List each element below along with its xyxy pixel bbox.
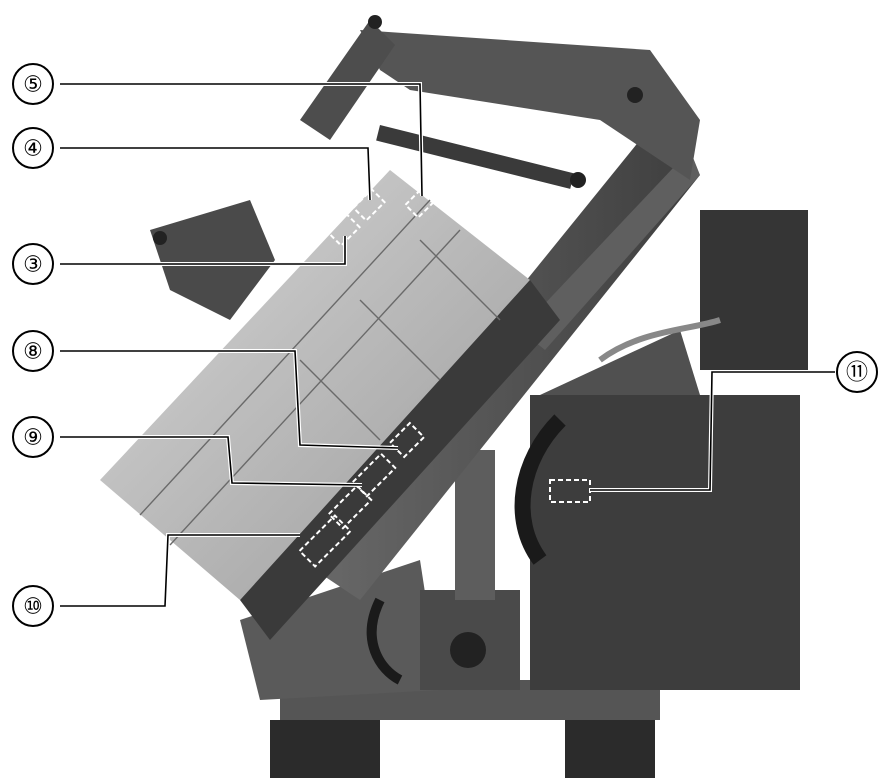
callout-9: ⑨ (12, 416, 54, 458)
deck-panel-lines (139, 199, 501, 546)
hose-left (366, 597, 403, 685)
callout-9-label: ⑨ (23, 426, 43, 451)
pivot-pin-mid (570, 172, 586, 188)
callout-3-label: ③ (23, 253, 43, 278)
dashed-box-9a (351, 452, 397, 498)
callout-5-label: ⑤ (23, 73, 43, 98)
center-mast (455, 450, 495, 600)
upper-arm (360, 30, 700, 180)
dashed-box-9b (327, 484, 373, 530)
callout-10-label: ⑩ (23, 595, 43, 620)
pivot-pin-upper (368, 15, 382, 29)
dashed-box-10 (298, 514, 352, 568)
left-foot (270, 720, 380, 778)
callout-11: ⑪ (836, 351, 878, 393)
right-foot (565, 720, 655, 778)
oil-tank (530, 395, 800, 690)
upper-link (300, 20, 395, 140)
callout-11-label: ⑪ (846, 361, 868, 386)
callout-8: ⑧ (12, 330, 54, 372)
dashed-box-3 (327, 213, 361, 247)
boom-upper (520, 150, 700, 350)
callout-8-label: ⑧ (23, 340, 43, 365)
base-left-frame (240, 560, 440, 700)
callout-10: ⑩ (12, 585, 54, 627)
pivot-pin-top (627, 87, 643, 103)
cooler-housing (700, 210, 808, 370)
dashed-box-11 (549, 479, 591, 503)
hose-bundle (514, 414, 566, 565)
callout-3: ③ (12, 243, 54, 285)
pto-hub (450, 632, 486, 668)
callout-4-label: ④ (23, 137, 43, 162)
mower-deck (100, 170, 530, 600)
callout-4: ④ (12, 127, 54, 169)
hydraulic-cylinder (376, 124, 575, 189)
dashed-box-8 (388, 421, 426, 459)
left-bracket (150, 200, 275, 320)
dashed-box-4 (352, 188, 386, 222)
callout-5: ⑤ (12, 63, 54, 105)
bracket-pin (153, 231, 167, 245)
leader-lines (60, 82, 835, 608)
deck-rotor (240, 280, 560, 640)
dashed-box-5 (404, 185, 438, 219)
tank-top (540, 330, 700, 395)
steel-pipe (598, 317, 721, 363)
